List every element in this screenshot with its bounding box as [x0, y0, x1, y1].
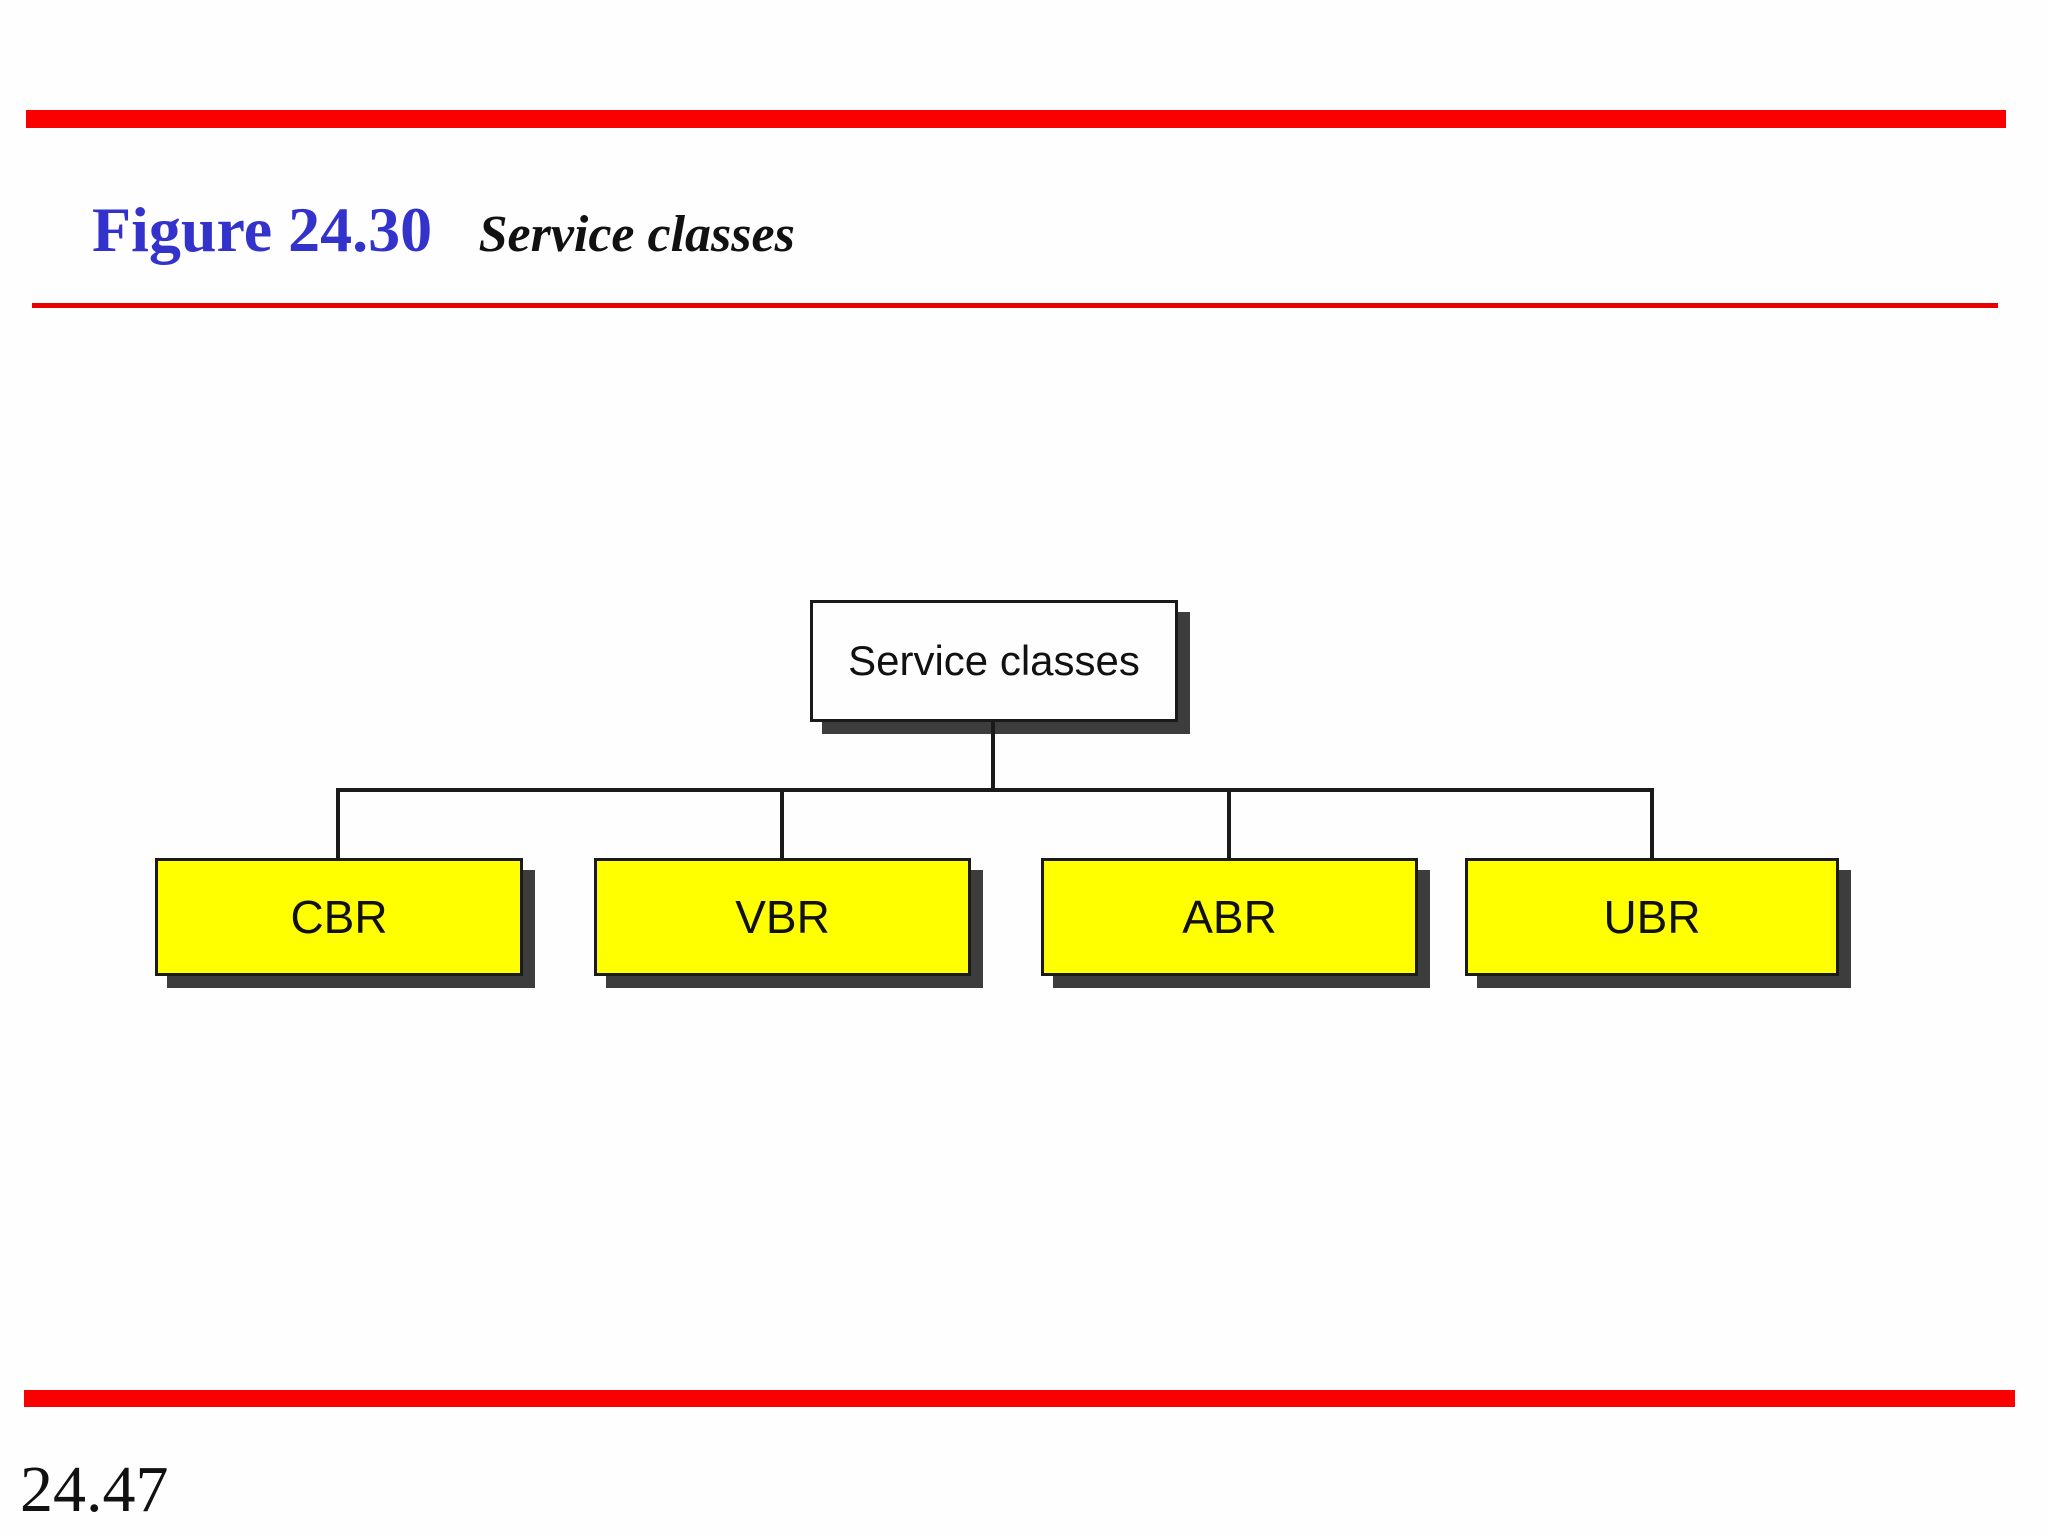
connector-drop-vbr	[780, 788, 784, 860]
page-number: 24.47	[20, 1453, 169, 1526]
bottom-red-bar	[24, 1390, 2015, 1407]
top-red-bar	[26, 110, 2006, 128]
figure-title-row: Figure 24.30 Service classes	[92, 193, 795, 267]
diagram-root-node-label: Service classes	[848, 637, 1140, 684]
diagram-node-ubr: UBR	[1465, 858, 1839, 976]
diagram-node-cbr: CBR	[155, 858, 523, 976]
figure-number-label: Figure 24.30	[92, 194, 433, 265]
diagram-node-abr: ABR	[1041, 858, 1418, 976]
diagram-node-vbr-label: VBR	[735, 891, 830, 943]
diagram-node-abr-label: ABR	[1182, 891, 1277, 943]
figure-caption: Service classes	[478, 206, 795, 263]
connector-root-stem	[991, 722, 995, 790]
diagram-root-node: Service classes	[810, 600, 1178, 722]
diagram-node-ubr-label: UBR	[1603, 891, 1701, 943]
diagram-node-vbr: VBR	[594, 858, 971, 976]
diagram-node-cbr-label: CBR	[290, 891, 388, 943]
connector-drop-cbr	[336, 788, 340, 860]
title-underline-rule	[32, 303, 1998, 308]
connector-horizontal-bus	[337, 788, 1653, 792]
connector-drop-abr	[1227, 788, 1231, 860]
connector-drop-ubr	[1650, 788, 1654, 860]
